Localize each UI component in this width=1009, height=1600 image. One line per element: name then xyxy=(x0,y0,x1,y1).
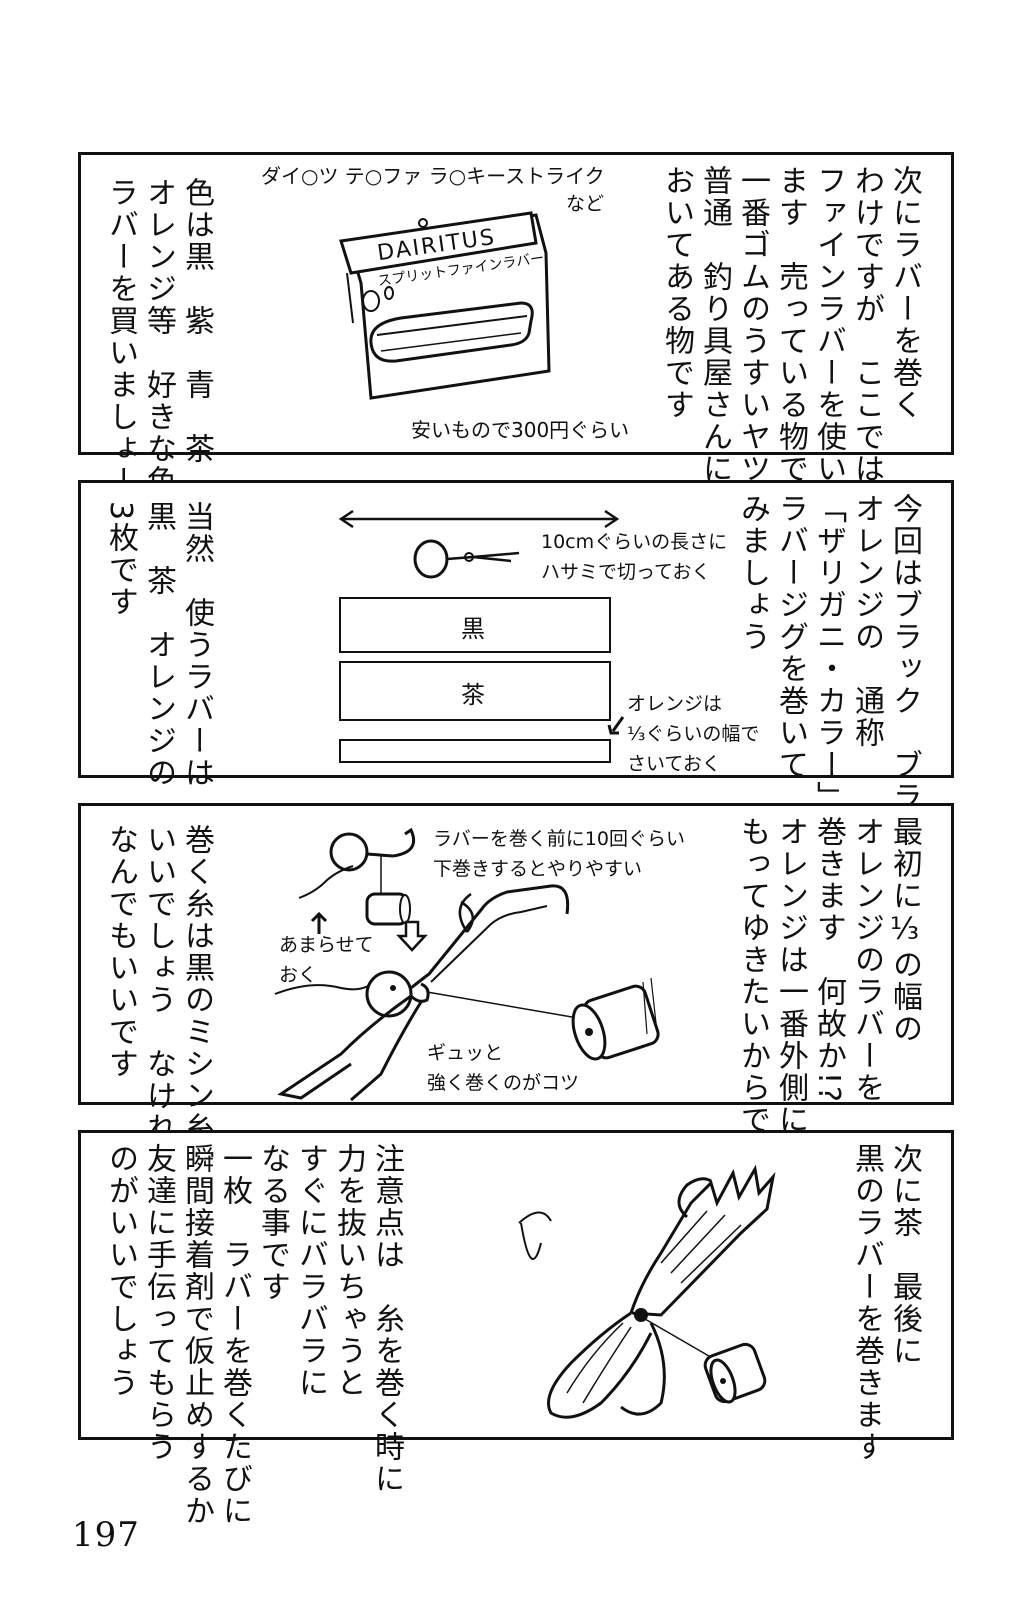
panel2-left-text-3: 3枚です xyxy=(103,501,138,619)
length-note-2: ハサミで切っておく xyxy=(541,561,711,583)
panel-2: 今回はブラック ブラウン オレンジの 通称 「ザリガニ・カラー」の ラバージグを… xyxy=(78,480,954,877)
panel1-right-text-2: わけですが ここでは xyxy=(849,165,884,485)
rubber-strip-brown xyxy=(339,661,611,721)
panel4-left-text-5: 一枚 ラバーを巻くたびに xyxy=(217,1143,252,1527)
orange-pointer-arrow xyxy=(607,716,625,735)
panel-1: 次にラバーを巻く わけですが ここでは ファインラバーを使い ます 売っている物… xyxy=(78,152,954,529)
tight-note-2: 強く巻くのがコツ xyxy=(427,1072,580,1094)
orange-note-1: オレンジは xyxy=(627,693,723,715)
panel3-right-text-5: もってゆきたいからです xyxy=(735,816,770,1168)
thread-wavy-line xyxy=(298,865,354,899)
wrapping-jig-illustration xyxy=(274,884,660,1102)
finished-jig-illustration xyxy=(518,1164,776,1419)
orange-note-3: さいておく xyxy=(627,753,721,775)
strip-black-label: 黒 xyxy=(461,615,485,643)
panel3-left-text-3: なんでもいいです xyxy=(103,824,138,1080)
panel1-left-text-3: ラバーを買いましょー xyxy=(103,177,138,497)
brands-caption: ダイ○ツ テ○ファ ラ○キーストライク xyxy=(261,164,605,188)
panel2-left-text-1: 当然 使うラバーは xyxy=(179,501,214,789)
panel2-right-text-5: みましょう xyxy=(735,493,770,653)
panel4-left-text-3: すぐにバラバラに xyxy=(293,1143,328,1399)
length-note-1: 10cmぐらいの長さに xyxy=(541,531,728,553)
pre-wrap-note-1: ラバーを巻く前に10回ぐらい xyxy=(433,828,685,850)
panel1-right-text-5: 一番ゴムのうすいヤツで xyxy=(735,165,770,517)
panel1-right-text-3: ファインラバーを使い xyxy=(811,165,846,485)
rubber-strip-black xyxy=(339,597,611,653)
panel4-right-text-2: 黒のラバーを巻きます xyxy=(849,1143,884,1463)
panel4-left-text-8: のがいいでしょう xyxy=(103,1143,138,1399)
leave-note-2: おく xyxy=(279,964,318,986)
panel2-right-text-4: ラバージグを巻いて xyxy=(773,493,808,781)
panel2-right-text-3: 「ザリガニ・カラー」の xyxy=(811,493,846,845)
panel4-left-text-4: なる事です xyxy=(255,1143,290,1303)
tight-note-1: ギュッと xyxy=(427,1042,504,1064)
panel4-left-text-7: 友達に手伝ってもらう xyxy=(141,1143,176,1463)
pre-wrap-note-2: 下巻きするとやりやすい xyxy=(433,858,643,880)
panel1-left-text-2: オレンジ等 好きな色の xyxy=(141,177,176,529)
panel1-right-text-6: 普通 釣り具屋さんに xyxy=(697,165,732,485)
panel3-right-text-2: オレンジのラバーを xyxy=(849,816,884,1104)
scissors-icon xyxy=(413,539,520,579)
price-caption: 安いもので300円ぐらい xyxy=(411,418,630,442)
panel3-left-text-1: 巻く糸は黒のミシン糸が xyxy=(179,824,214,1176)
panel4-left-text-2: 力を抜いちゃうと xyxy=(331,1143,366,1399)
rubber-strip-orange xyxy=(339,739,611,763)
panel1-right-text-7: おいてある物です xyxy=(659,165,694,421)
panel-3: 最初に⅓の幅の オレンジのラバーを 巻きます 何故か!? オレンジは一番外側に … xyxy=(78,803,954,1176)
length-arrow xyxy=(338,509,620,529)
panel1-left-text-1: 色は黒 紫 青 茶 xyxy=(179,177,214,465)
panel4-right-text-1: 次に茶 最後に xyxy=(887,1143,922,1367)
leave-note-1: あまらせて xyxy=(279,934,374,956)
panel4-left-text-6: 瞬間接着剤で仮止めするか xyxy=(179,1143,214,1527)
panel3-left-text-2: いいでしょう なければ xyxy=(141,824,176,1176)
orange-note-2: ⅓ぐらいの幅で xyxy=(627,723,760,745)
panel2-left-text-2: 黒 茶 オレンジの xyxy=(141,501,176,789)
panel2-right-text-2: オレンジの 通称 xyxy=(849,493,884,749)
panel3-right-text-4: オレンジは一番外側に xyxy=(773,816,808,1136)
page-number: 197 xyxy=(72,1515,140,1555)
panel-4: 次に茶 最後に 黒のラバーを巻きます 注意点は 糸を巻く時に 力を抜いちゃうと … xyxy=(78,1130,954,1527)
panel3-right-text-3: 巻きます 何故か!? xyxy=(811,816,846,1104)
down-arrow-icon xyxy=(396,920,428,952)
strip-brown-label: 茶 xyxy=(461,681,485,709)
leave-arrow-icon xyxy=(310,911,328,934)
jig-with-spool-small xyxy=(329,827,416,926)
rubber-package-illustration xyxy=(339,211,551,400)
panel1-right-text-1: 次にラバーを巻く xyxy=(887,165,922,421)
panel3-right-text-1: 最初に⅓の幅の xyxy=(887,816,922,1045)
panel1-right-text-4: ます 売っている物では xyxy=(773,165,808,517)
panel4-left-text-1: 注意点は 糸を巻く時に xyxy=(369,1143,404,1495)
brands-suffix: など xyxy=(566,193,605,215)
